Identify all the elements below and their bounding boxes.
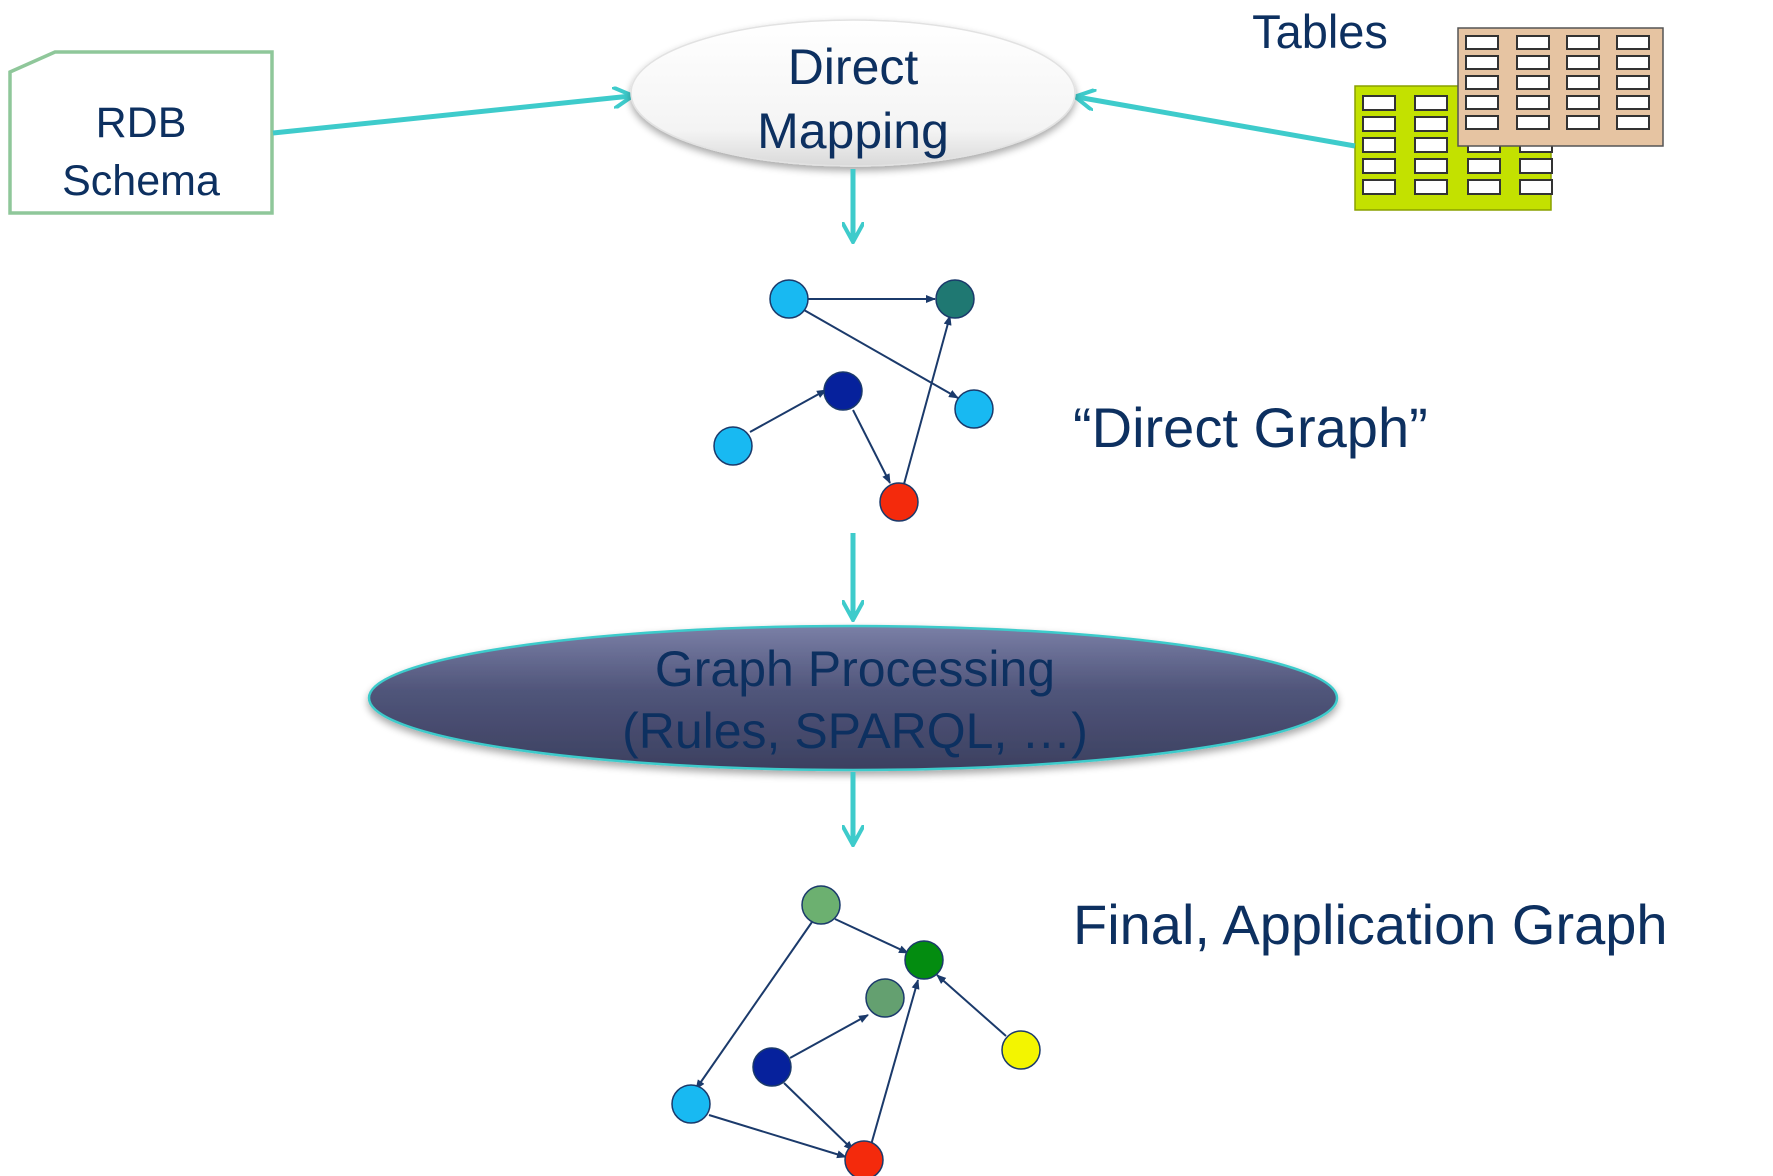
direct-mapping-label-line1: Direct [788,39,919,95]
dg-node-light-blue-top [769,279,809,319]
dg-node-light-blue-right [954,389,994,429]
fg-node-red [844,1140,884,1176]
dg-edge-3 [749,389,827,433]
fg-edge-4 [783,1082,854,1151]
fg-node-light-blue [671,1084,711,1124]
tables-icon [1354,27,1664,211]
direct-mapping-label-line2: Mapping [757,103,949,159]
final-graph [671,885,1041,1176]
graph-processing-label-line2: (Rules, SPARQL, …) [622,703,1088,759]
dg-node-red [879,482,919,522]
fg-edge-5 [708,1114,847,1159]
dg-edge-5 [903,315,952,485]
fg-edge-7 [936,974,1007,1037]
fg-node-navy [752,1047,792,1087]
fg-edge-6 [870,979,920,1146]
direct-graph-edges [749,295,959,485]
fg-edge-2 [695,921,813,1090]
fg-edge-3 [789,1014,869,1059]
fg-node-sage-top [801,885,841,925]
rdb-schema-label-line2: Schema [62,157,220,205]
rdb-schema-node: RDB Schema [8,50,274,215]
tables-tan-cells [1465,35,1650,130]
dg-node-teal [935,279,975,319]
direct-graph [713,279,994,522]
graph-processing-node: Graph Processing (Rules, SPARQL, …) [367,624,1339,772]
direct-graph-label: “Direct Graph” [1073,396,1428,459]
arrow-tables-to-mapping [1077,97,1356,149]
final-graph-label: Final, Application Graph [1073,893,1668,956]
graph-processing-label-line1: Graph Processing [655,641,1055,697]
fg-edge-1 [834,918,909,954]
tables-label: Tables [1252,5,1388,58]
direct-mapping-node: Direct Mapping [630,19,1076,167]
fg-node-green [904,940,944,980]
dg-node-navy [823,371,863,411]
fg-node-yellow [1001,1030,1041,1070]
rdb-schema-label-line1: RDB [96,99,187,147]
dg-edge-4 [852,409,891,484]
final-graph-edges [695,918,1007,1159]
arrow-rdb-to-mapping [272,96,631,136]
dg-node-light-blue-left [713,426,753,466]
fg-node-sage-mid [865,978,905,1018]
